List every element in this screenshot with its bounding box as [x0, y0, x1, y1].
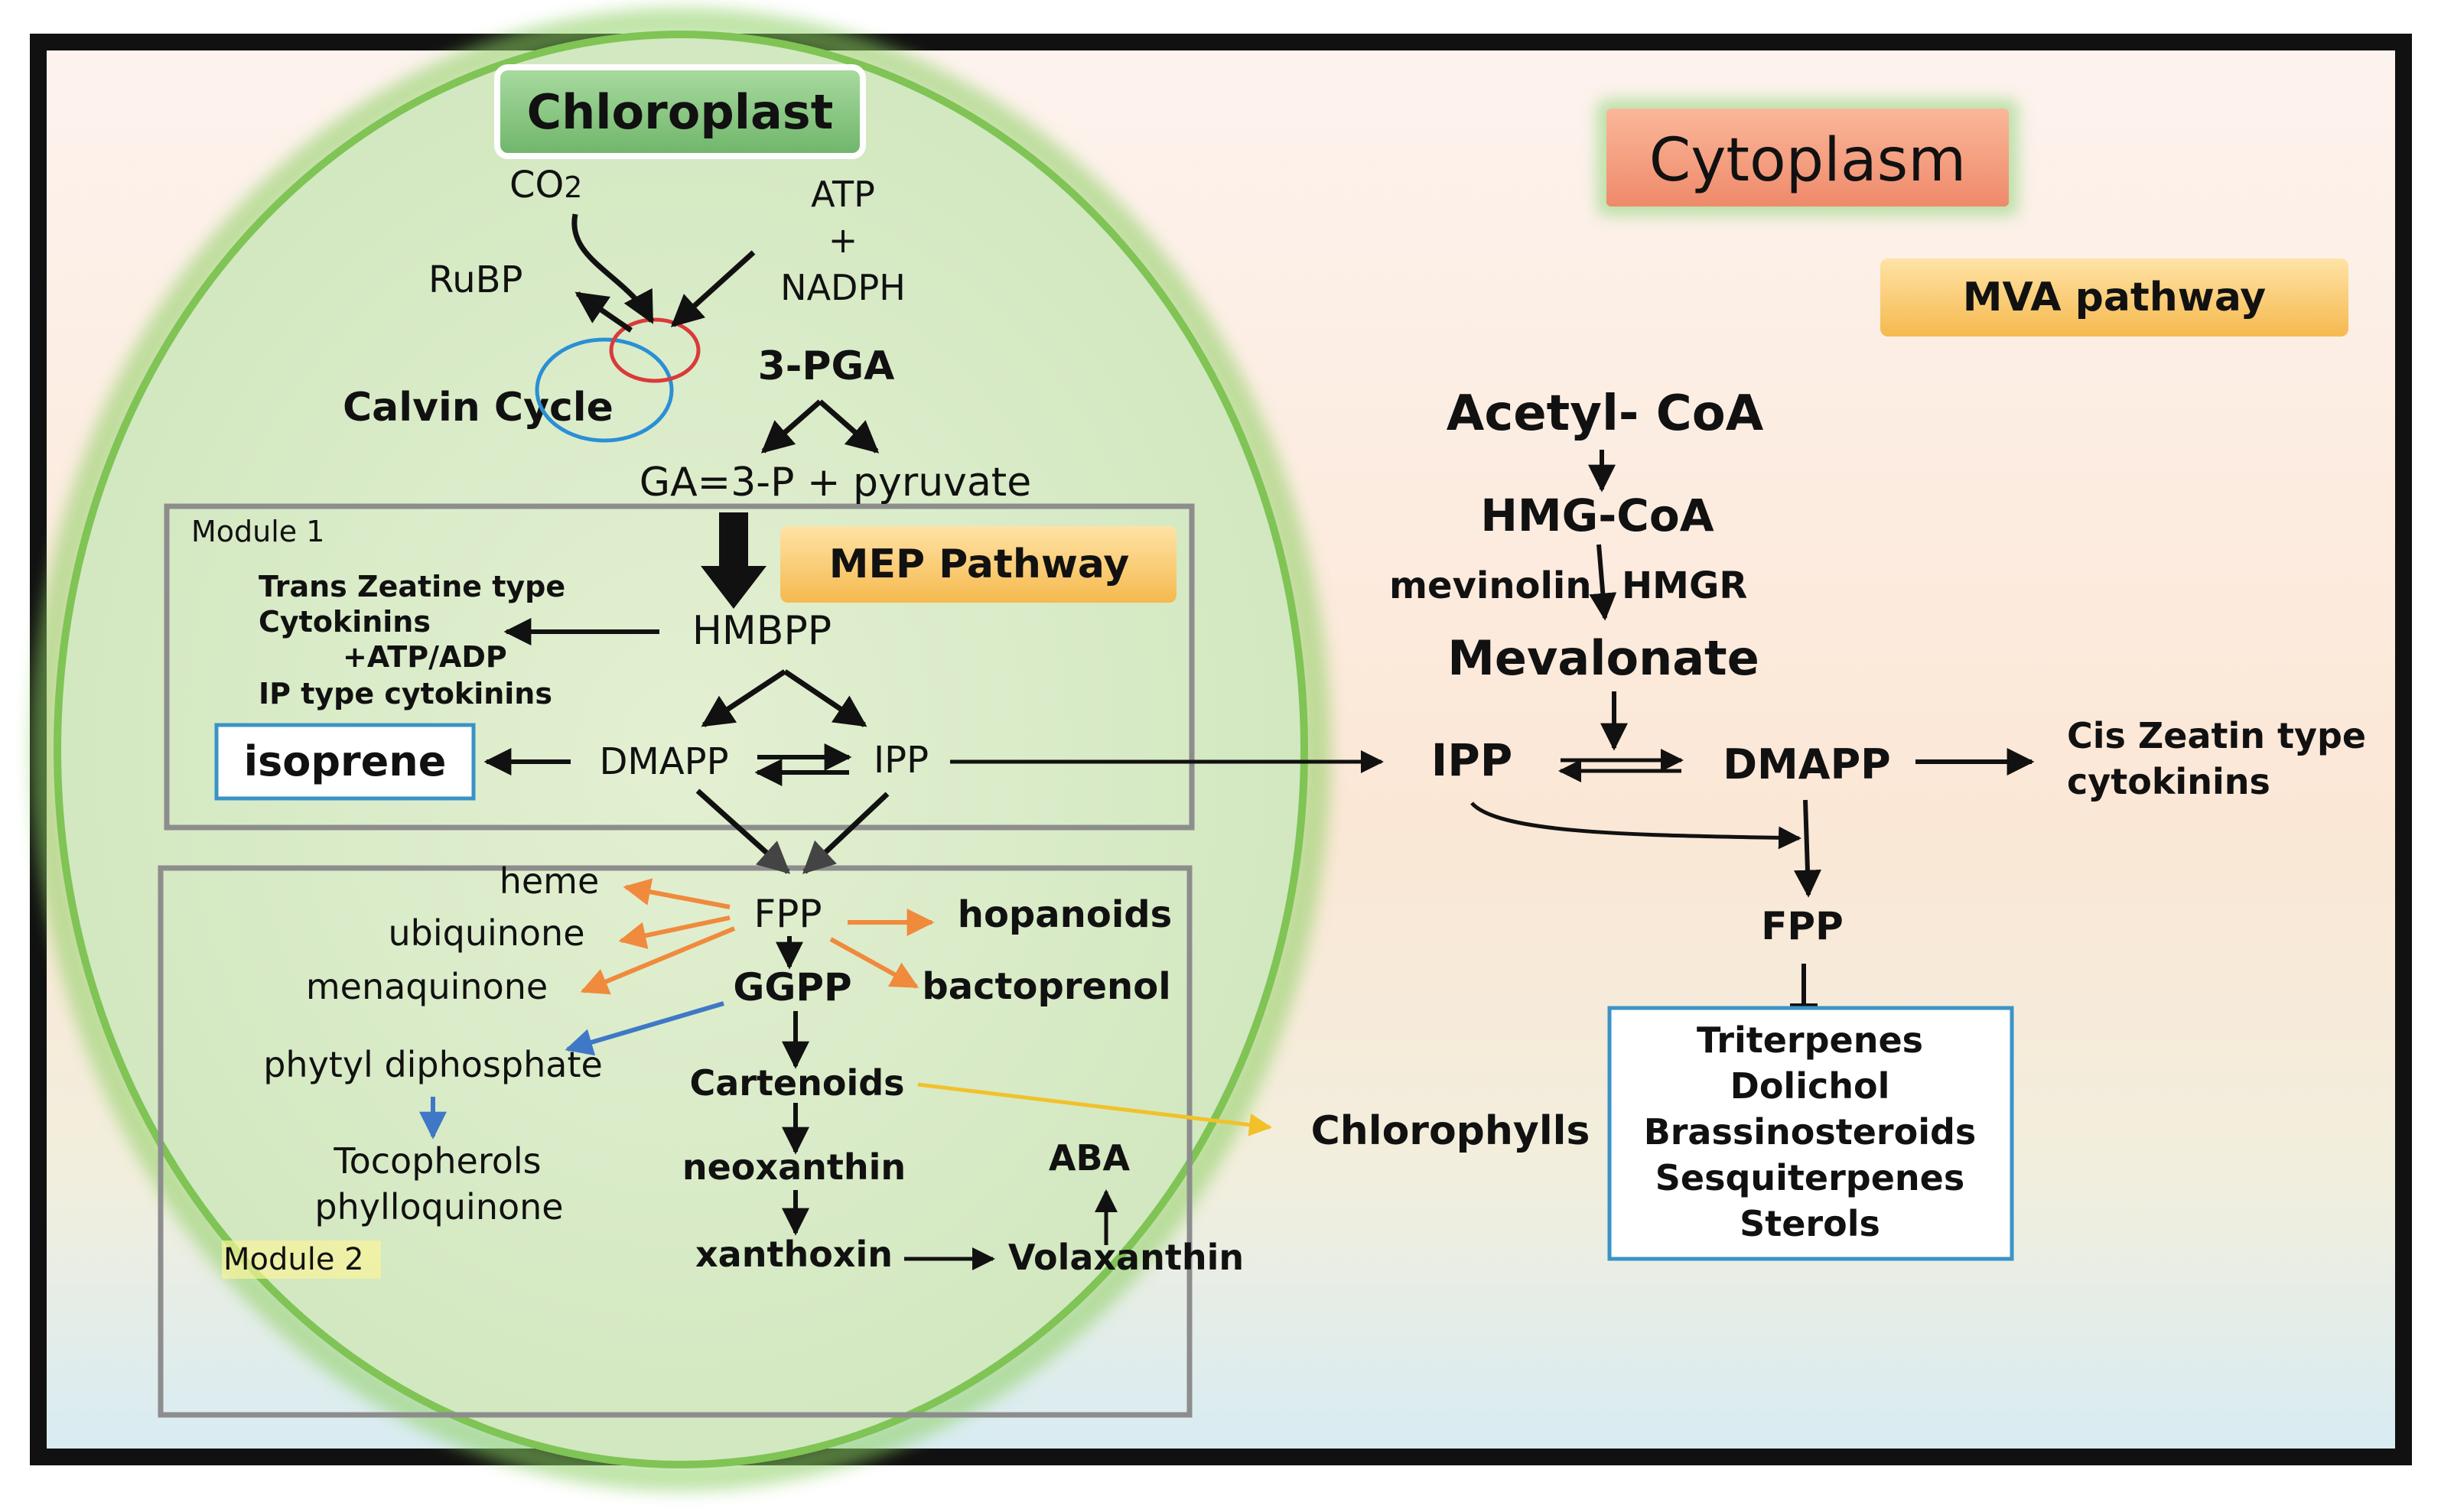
nadph-label: NADPH	[780, 267, 906, 308]
mep-badge	[780, 526, 1177, 603]
mep-big-arrow	[701, 512, 766, 609]
rubp-arrow	[574, 291, 633, 333]
cis-zeatin-line-2: cytokinins	[2067, 761, 2270, 802]
module1-label: Module 1	[191, 515, 324, 548]
cartenoids-to-chlorophylls-arrow	[917, 1082, 1272, 1136]
ipp-to-fpp-arrow	[802, 792, 890, 874]
mevinolin-label: mevinolin	[1389, 564, 1592, 607]
tocopherols-label: Tocopherols	[333, 1140, 541, 1182]
co2-label: CO2	[509, 164, 582, 206]
calvin-cycle-red-circle	[609, 317, 701, 383]
mevalonate-label: Mevalonate	[1447, 630, 1759, 686]
xanthoxin-label: xanthoxin	[695, 1234, 893, 1275]
product-dolichol: Dolichol	[1730, 1065, 1890, 1107]
ga3p-label: GA=3-P + pyruvate	[640, 460, 1031, 506]
fpp-cyto-label: FPP	[1761, 904, 1843, 948]
chloroplast-title: Chloroplast	[527, 84, 834, 140]
cytokinin-line-1: Trans Zeatine type	[259, 570, 565, 603]
neoxanthin-label: neoxanthin	[682, 1146, 906, 1188]
ipp-to-fpp-curve-arrow	[1470, 802, 1801, 850]
acetyl-coa-label: Acetyl- CoA	[1447, 385, 1764, 442]
ubiquinone-label: ubiquinone	[388, 912, 584, 954]
menaquinone-label: menaquinone	[306, 966, 548, 1007]
mep-pathway-label: MEP Pathway	[829, 541, 1130, 587]
pga-label: 3-PGA	[758, 343, 895, 389]
dmapp-to-fpp-arrow	[695, 789, 791, 874]
product-sesquiterpenes: Sesquiterpenes	[1655, 1157, 1964, 1198]
fpp-to-ubiquinone-arrow	[618, 915, 731, 949]
cartenoids-label: Cartenoids	[689, 1062, 904, 1104]
phytyl-label: phytyl diphosphate	[263, 1044, 603, 1085]
chloroplast-glow	[31, 8, 1331, 1491]
cis-zeatin-line-1: Cis Zeatin type	[2067, 715, 2366, 756]
fpp-to-bactoprenol-arrow	[829, 937, 919, 989]
hopanoids-label: hopanoids	[958, 893, 1172, 936]
ipp-cyto-label: IPP	[1431, 734, 1513, 786]
cytoplasm-title: Cytoplasm	[1649, 126, 1967, 195]
atp-label: ATP	[811, 174, 875, 215]
aba-label: ABA	[1049, 1137, 1131, 1179]
phylloquinone-label: phylloquinone	[314, 1186, 563, 1227]
mva-pathway-label: MVA pathway	[1963, 275, 2266, 320]
chloroplast-body	[54, 31, 1308, 1468]
fpp-chloro-label: FPP	[753, 892, 822, 936]
hmgr-label: HMGR	[1622, 564, 1747, 607]
fpp-to-menaquinone-arrow	[580, 926, 736, 995]
product-brassinosteroids: Brassinosteroids	[1644, 1111, 1977, 1153]
pga-right-arrow	[818, 399, 880, 454]
co2-arrow	[571, 213, 655, 324]
chlorophylls-label: Chlorophylls	[1311, 1108, 1590, 1154]
cytokinin-line-2: Cytokinins	[259, 605, 431, 639]
isoprene-label: isoprene	[244, 737, 447, 785]
dmapp-to-fpp-cyto-arrow	[1793, 799, 1821, 898]
plus-label: +	[828, 219, 858, 261]
mva-badge	[1880, 259, 2348, 337]
hmbpp-right-arrow	[783, 669, 867, 727]
dmapp-cyto-label: DMAPP	[1723, 740, 1891, 789]
hmgcoa-to-mevalonate-arrow	[1589, 544, 1617, 621]
atp-arrow	[670, 250, 756, 327]
chloroplast-badge	[494, 64, 866, 159]
volaxanthin-label: Volaxanthin	[1008, 1237, 1244, 1278]
ipp-chloro-label: IPP	[874, 739, 929, 782]
pga-left-arrow	[760, 399, 822, 454]
module1-box	[164, 503, 1195, 831]
product-triterpenes: Triterpenes	[1697, 1019, 1923, 1061]
rubp-label: RuBP	[428, 259, 523, 301]
module2-label-highlight	[222, 1240, 381, 1279]
module2-label: Module 2	[223, 1242, 364, 1277]
hmgcoa-label: HMG-CoA	[1480, 489, 1714, 541]
heme-label: heme	[500, 860, 600, 902]
cytoplasm-badge	[1606, 109, 2009, 206]
product-sterols: Sterols	[1740, 1203, 1880, 1244]
calvin-cycle-blue-circle	[535, 337, 674, 443]
fpp-to-heme-arrow	[623, 878, 731, 909]
ggpp-label: GGPP	[733, 965, 851, 1010]
isoprene-box	[214, 723, 476, 801]
calvin-cycle-label: Calvin Cycle	[343, 385, 614, 431]
hmbpp-label: HMBPP	[692, 608, 832, 654]
module2-box	[158, 865, 1193, 1418]
cytokinin-line-4: IP type cytokinins	[259, 677, 552, 710]
dmapp-chloro-label: DMAPP	[599, 740, 728, 783]
hmbpp-left-arrow	[701, 669, 786, 727]
products-box	[1607, 1006, 2014, 1261]
ggpp-to-phytyl-arrow	[565, 1001, 724, 1056]
cytokinin-line-3: +ATP/ADP	[343, 640, 507, 674]
bactoprenol-label: bactoprenol	[922, 965, 1170, 1008]
